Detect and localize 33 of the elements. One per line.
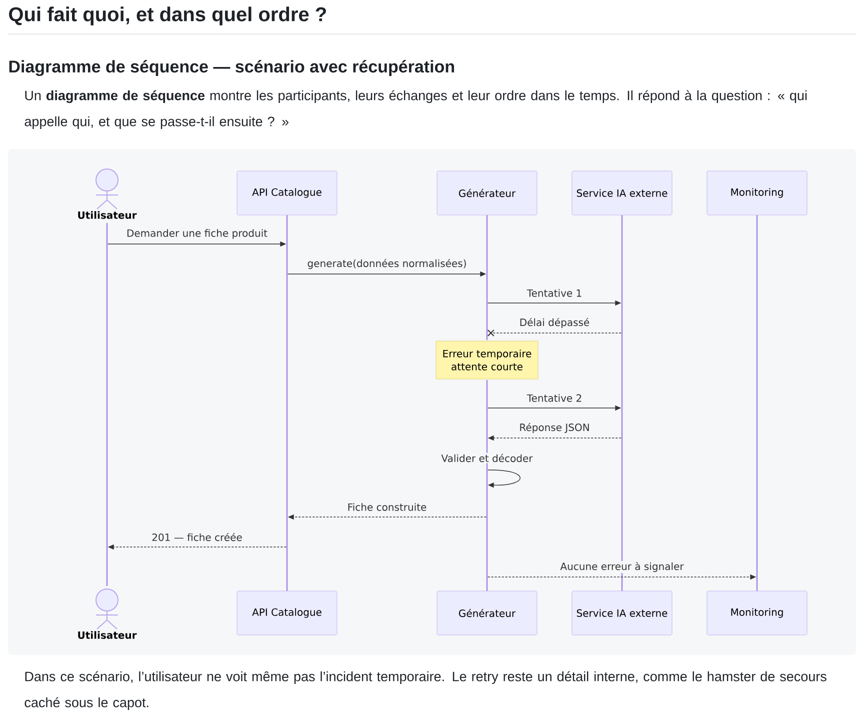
message-label: generate(données normalisées) [306,258,468,270]
message-label: Aucune erreur à signaler [559,560,685,574]
section-heading: Diagramme de séquence — scénario avec récupération [9,60,454,76]
page-title: Qui fait quoi, et dans quel ordre ? [9,6,326,26]
message-label: Tentative 1 [526,288,584,298]
paragraph: Dans ce scénario, l’utilisateur ne voit même pas l’incident temporaire. Le retry reste un détail interne, comme le hamster de secours caché sous le capot. [24,671,826,710]
message-label: Valider et décoder [440,452,534,464]
message-label: Demander une fiche produit [125,228,269,240]
message-arrow [488,330,622,336]
message-label: Tentative 2 [526,393,584,403]
message-label: Réponse JSON [518,422,591,434]
actor-label: Utilisateur [78,211,137,219]
participant-box: Générateur [436,590,538,636]
participant-box: Service IA externe [572,170,672,216]
paragraph: Un diagramme de séquence montre les participants, leurs échanges et leur ordre dans le temps. Il répond à la question : « qui appelle qui, et que se passe-t-il ensuite ? » [24,90,807,129]
note-box: Erreur temporaire attente courte [436,340,538,380]
lifeline [486,380,488,591]
lifeline [106,223,108,586]
actor-label: Utilisateur [78,631,137,639]
participant-box: API Catalogue [236,590,338,636]
message-label: Fiche construite [346,502,428,512]
participant-box: API Catalogue [236,170,338,216]
lifeline [621,215,623,591]
self-arrow [488,470,520,488]
participant-box: Générateur [436,170,538,216]
participant-box: Service IA externe [572,590,672,636]
lifeline [486,215,488,340]
lifeline [756,215,758,591]
message-label: 201 — fiche créée [150,532,244,542]
message-label: Délai dépassé [518,316,591,330]
participant-box: Monitoring [706,170,808,216]
lifeline [286,215,288,591]
participant-box: Monitoring [706,590,808,636]
